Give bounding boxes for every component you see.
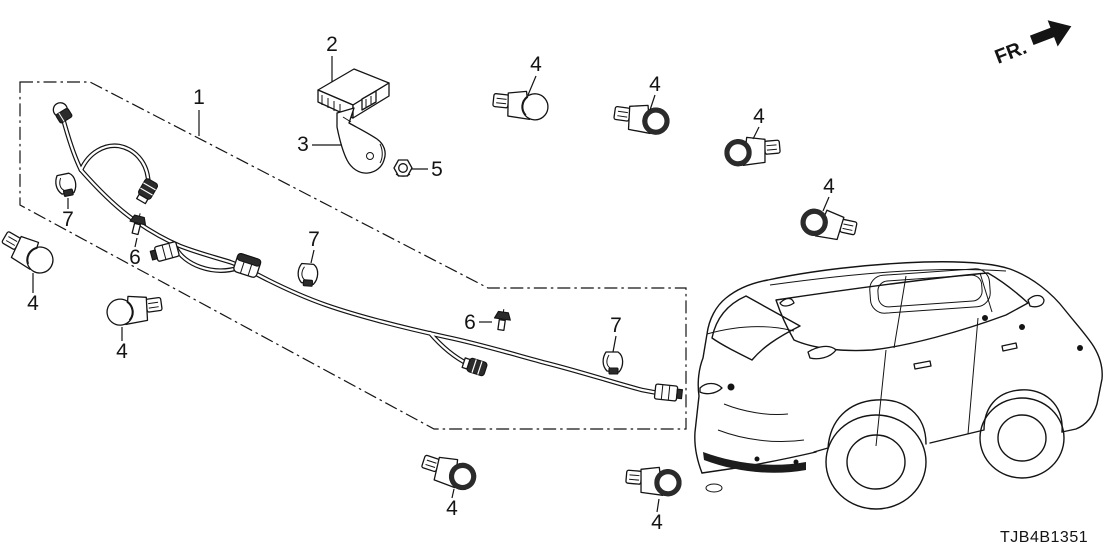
callout-bracket[interactable]: 3 xyxy=(297,133,309,156)
band-clip-icon xyxy=(296,262,319,288)
callout-sensor[interactable]: 4 xyxy=(823,175,835,198)
callout-sensor[interactable]: 4 xyxy=(649,73,661,96)
callout-clip-band[interactable]: 7 xyxy=(308,228,320,251)
harness-end-connector xyxy=(653,383,684,403)
flange-nut xyxy=(393,159,413,177)
callout-sensor[interactable]: 4 xyxy=(446,497,458,520)
front-direction-label: FR. xyxy=(992,37,1030,69)
callout-clip-band[interactable]: 7 xyxy=(610,314,622,337)
parking-sensor-icon xyxy=(0,225,60,279)
band-clip-icon xyxy=(53,171,79,199)
diagram-code: TJB4B1351 xyxy=(1000,529,1088,546)
callout-nut[interactable]: 5 xyxy=(431,158,443,181)
parking-sensor-icon xyxy=(723,133,782,168)
callout-clip-band[interactable]: 7 xyxy=(62,208,74,231)
parking-sensor-icon xyxy=(417,449,481,494)
callout-control-unit[interactable]: 2 xyxy=(326,33,338,56)
harness-top-connector xyxy=(52,102,73,124)
callout-sensor[interactable]: 4 xyxy=(651,511,663,534)
callout-leaders xyxy=(32,56,830,513)
callout-clip-small[interactable]: 6 xyxy=(464,311,476,334)
parking-sensor-icon xyxy=(624,463,683,498)
vehicle-illustration xyxy=(694,261,1103,510)
harness-zone-outline xyxy=(19,81,687,430)
parking-sensor-icon xyxy=(104,291,165,328)
harness-mid-connector xyxy=(233,253,262,278)
harness-branch-connector xyxy=(148,240,181,264)
harness-branch-connector xyxy=(134,177,160,206)
parking-sensor-icon xyxy=(798,204,859,245)
small-clip-icon xyxy=(492,307,513,332)
callout-sensor[interactable]: 4 xyxy=(753,105,765,128)
callout-clip-small[interactable]: 6 xyxy=(129,246,141,269)
callout-sensor[interactable]: 4 xyxy=(530,53,542,76)
parking-sensor-icon xyxy=(491,87,551,122)
parking-sensor-icon xyxy=(611,100,672,137)
band-clip-icon xyxy=(602,351,624,375)
parking-sensor-control-unit xyxy=(317,68,390,119)
wire-harness xyxy=(52,102,684,403)
control-unit-bracket xyxy=(336,107,386,174)
callout-sensor[interactable]: 4 xyxy=(27,292,39,315)
harness-branch-connector xyxy=(460,355,489,378)
front-direction-marker: FR. xyxy=(992,20,1072,69)
fr-direction-arrow-icon xyxy=(1029,20,1072,47)
callout-sensor[interactable]: 4 xyxy=(116,340,128,363)
callout-harness[interactable]: 1 xyxy=(193,86,205,109)
